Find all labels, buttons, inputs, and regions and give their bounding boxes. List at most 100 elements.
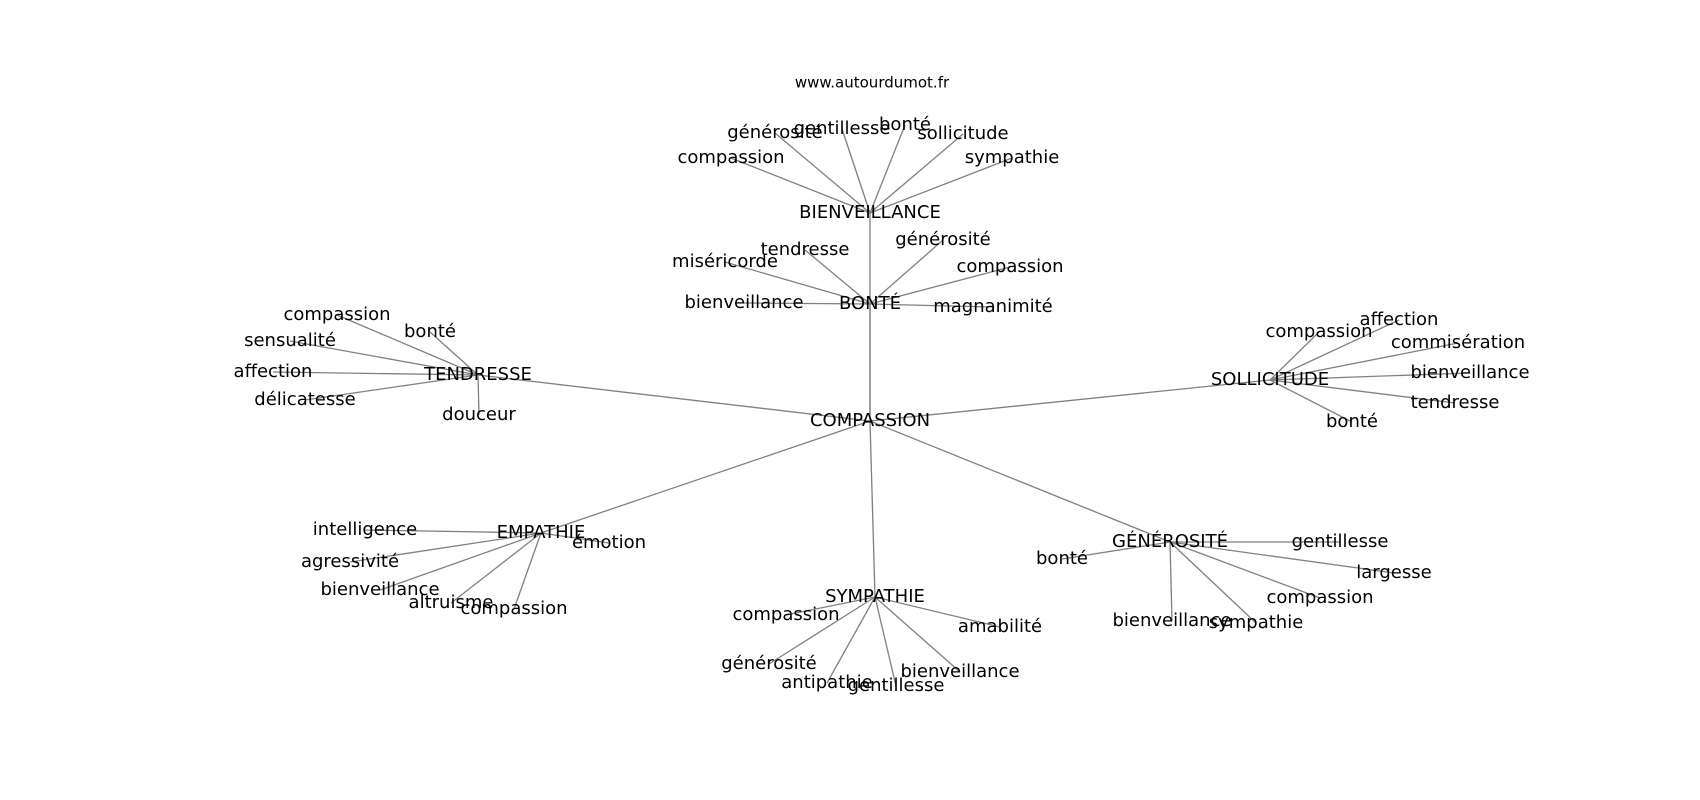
node-leaf-generosite-bonte: bonté — [1036, 548, 1088, 569]
node-leaf-tendresse-sensualite: sensualité — [244, 330, 336, 351]
node-leaf-sympathie-bienveillance: bienveillance — [900, 661, 1019, 682]
node-leaf-empathie-altruisme: altruisme — [409, 592, 494, 613]
node-leaf-sollicitude-affection: affection — [1360, 309, 1439, 330]
node-hub-tendresse: TENDRESSE — [423, 364, 532, 385]
edge-empathie-compassion — [513, 532, 542, 610]
node-leaf-generosite-compassion: compassion — [1266, 587, 1373, 608]
edge-tendresse-compassion — [336, 314, 479, 376]
edge-empathie-agressivite — [349, 532, 542, 563]
node-leaf-bienveillance-sympathie: sympathie — [965, 147, 1060, 168]
node-leaf-generosite-bienveillance: bienveillance — [1112, 610, 1231, 631]
edge-sollicitude-compassion — [1269, 331, 1320, 381]
edge-sympathie-generosite — [768, 596, 876, 665]
edge-generosite-sympathie — [1169, 541, 1257, 624]
edge-sympathie-gentillesse — [874, 596, 897, 687]
edge-empathie-altruisme — [450, 532, 542, 604]
node-hub-bonte: BONTÉ — [839, 292, 901, 314]
edge-tendresse-douceur — [477, 374, 480, 416]
node-leaf-bonte-magnanimite: magnanimité — [933, 296, 1053, 317]
edge-compassion-tendresse — [477, 374, 871, 422]
node-leaf-tendresse-delicatesse: délicatesse — [254, 389, 355, 410]
edge-bienveillance-generosite — [774, 132, 871, 214]
edge-sympathie-antipathie — [826, 596, 876, 684]
node-leaf-bienveillance-generosite: générosité — [727, 122, 823, 143]
node-leaf-empathie-bienveillance: bienveillance — [320, 579, 439, 600]
edge-compassion-sympathie — [869, 420, 876, 598]
node-leaf-bienveillance-bonte: bonté — [879, 114, 931, 135]
edge-sollicitude-bienveillance — [1269, 372, 1471, 381]
node-leaf-empathie-compassion: compassion — [460, 598, 567, 619]
node-leaf-sollicitude-bienveillance: bienveillance — [1410, 362, 1529, 383]
node-hub-sollicitude: SOLLICITUDE — [1211, 369, 1329, 390]
node-leaf-sollicitude-compassion: compassion — [1265, 321, 1372, 342]
node-leaf-sollicitude-bonte: bonté — [1326, 411, 1378, 432]
node-hub-sympathie: SYMPATHIE — [825, 586, 925, 607]
graph-labels: COMPASSION BIENVEILLANCE compassion généros… — [234, 114, 1530, 696]
node-leaf-sympathie-antipathie: antipathie — [781, 672, 873, 693]
graph-edges — [272, 124, 1471, 687]
node-leaf-bonte-tendresse: tendresse — [761, 239, 850, 260]
node-leaf-sollicitude-tendresse: tendresse — [1411, 392, 1500, 413]
edge-tendresse-bonte — [429, 331, 479, 376]
edge-sollicitude-bonte — [1269, 379, 1353, 423]
edge-empathie-emotion — [540, 532, 610, 544]
node-leaf-generosite-gentillesse: gentillesse — [1292, 531, 1389, 552]
node-leaf-generosite-largesse: largesse — [1356, 562, 1431, 583]
edge-bienveillance-gentillesse — [841, 128, 871, 214]
node-leaf-empathie-emotion: émotion — [572, 532, 646, 553]
edge-sympathie-compassion — [785, 596, 876, 616]
node-hub-empathie: EMPATHIE — [497, 522, 586, 543]
edge-bonte-generosite — [869, 239, 944, 305]
node-leaf-sympathie-amabilite: amabilité — [958, 616, 1042, 637]
node-leaf-sollicitude-commiseration: commisération — [1391, 332, 1525, 353]
node-center-compassion: COMPASSION — [810, 410, 930, 431]
edge-sollicitude-tendresse — [1269, 379, 1456, 404]
edge-sympathie-bienveillance — [874, 596, 961, 673]
node-leaf-bonte-misericorde: miséricorde — [672, 251, 778, 272]
edge-bienveillance-compassion — [730, 157, 871, 214]
node-leaf-bienveillance-sollicitude: sollicitude — [917, 123, 1008, 144]
edge-generosite-bienveillance — [1169, 541, 1173, 622]
node-leaf-bienveillance-gentillesse: gentillesse — [794, 118, 891, 139]
edge-bonte-bienveillance — [743, 302, 871, 305]
source-url: www.autourdumot.fr — [795, 74, 950, 92]
node-leaf-bonte-compassion: compassion — [956, 256, 1063, 277]
node-hub-bienveillance: BIENVEILLANCE — [799, 202, 941, 223]
edge-bonte-magnanimite — [869, 303, 994, 308]
node-leaf-tendresse-bonte: bonté — [404, 321, 456, 342]
edge-tendresse-delicatesse — [304, 374, 479, 401]
edge-tendresse-affection — [272, 371, 479, 376]
node-leaf-sympathie-generosite: générosité — [721, 653, 817, 674]
node-leaf-tendresse-compassion: compassion — [283, 304, 390, 325]
node-leaf-bonte-bienveillance: bienveillance — [684, 292, 803, 313]
edge-sollicitude-commiseration — [1269, 342, 1459, 381]
node-leaf-generosite-sympathie: sympathie — [1209, 612, 1304, 633]
edge-empathie-bienveillance — [379, 532, 542, 591]
node-leaf-tendresse-douceur: douceur — [442, 404, 516, 425]
edge-empathie-intelligence — [364, 529, 542, 534]
node-leaf-empathie-intelligence: intelligence — [313, 519, 417, 540]
edge-tendresse-sensualite — [289, 340, 479, 376]
node-leaf-sympathie-gentillesse: gentillesse — [848, 675, 945, 696]
edge-generosite-largesse — [1169, 541, 1395, 574]
edge-bienveillance-sollicitude — [869, 133, 964, 214]
edge-compassion-empathie — [540, 420, 871, 534]
node-hub-generosite: GÉNÉROSITÉ — [1112, 530, 1228, 552]
edge-compassion-generosite — [869, 420, 1171, 543]
edge-bonte-tendresse — [804, 249, 871, 305]
edge-bonte-compassion — [869, 266, 1011, 305]
node-leaf-tendresse-affection: affection — [234, 361, 313, 382]
edge-generosite-compassion — [1169, 541, 1321, 599]
edge-sympathie-amabilite — [874, 596, 1001, 628]
node-leaf-bienveillance-compassion: compassion — [677, 147, 784, 168]
edge-bienveillance-bonte — [869, 124, 906, 214]
edge-compassion-sollicitude — [869, 379, 1271, 422]
node-leaf-bonte-generosite: générosité — [895, 229, 991, 250]
edge-generosite-bonte — [1061, 541, 1171, 560]
edge-sollicitude-affection — [1269, 319, 1400, 381]
node-leaf-empathie-agressivite: agressivité — [301, 551, 399, 572]
edge-bienveillance-sympathie — [869, 157, 1013, 214]
edge-bonte-misericorde — [724, 261, 871, 305]
node-leaf-sympathie-compassion: compassion — [732, 604, 839, 625]
